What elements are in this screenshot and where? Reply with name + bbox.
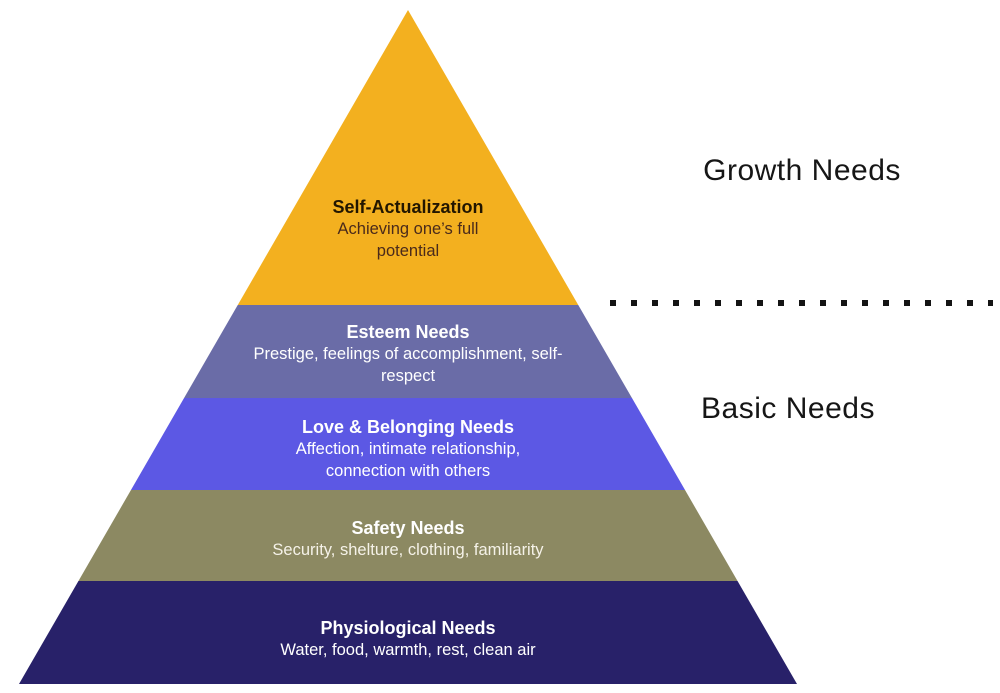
level-title: Safety Needs	[351, 518, 465, 538]
growth-basic-divider-dotted-line	[610, 300, 993, 306]
basic-needs-label: Basic Needs	[701, 392, 875, 425]
level-title: Love & Belonging Needs	[301, 417, 515, 437]
level-text-physiological: Physiological Needs Water, food, warmth,…	[280, 617, 535, 661]
level-text-esteem: Esteem Needs Prestige, feelings of accom…	[232, 321, 584, 387]
level-title: Physiological Needs	[320, 618, 496, 638]
level-description: Prestige, feelings of accomplishment, se…	[253, 345, 563, 385]
level-description: Achieving one’s full potential	[337, 220, 479, 260]
pyramid-level-safety: Safety Needs Security, shelture, clothin…	[19, 490, 797, 581]
level-description: Affection, intimate relationship, connec…	[295, 440, 521, 480]
level-title: Self-Actualization	[332, 197, 484, 217]
level-title: Esteem Needs	[346, 322, 470, 342]
level-description: Security, shelture, clothing, familiarit…	[272, 541, 544, 559]
level-text-love-belonging: Love & Belonging Needs Affection, intima…	[258, 416, 558, 482]
level-description: Water, food, warmth, rest, clean air	[280, 641, 536, 659]
pyramid-level-esteem: Esteem Needs Prestige, feelings of accom…	[19, 305, 797, 398]
level-text-safety: Safety Needs Security, shelture, clothin…	[272, 517, 543, 561]
level-text-self-actualization: Self-Actualization Achieving one’s full …	[313, 196, 503, 262]
needs-pyramid: Self-Actualization Achieving one’s full …	[19, 10, 797, 684]
growth-needs-label: Growth Needs	[703, 154, 901, 187]
pyramid-level-physiological: Physiological Needs Water, food, warmth,…	[19, 581, 797, 684]
